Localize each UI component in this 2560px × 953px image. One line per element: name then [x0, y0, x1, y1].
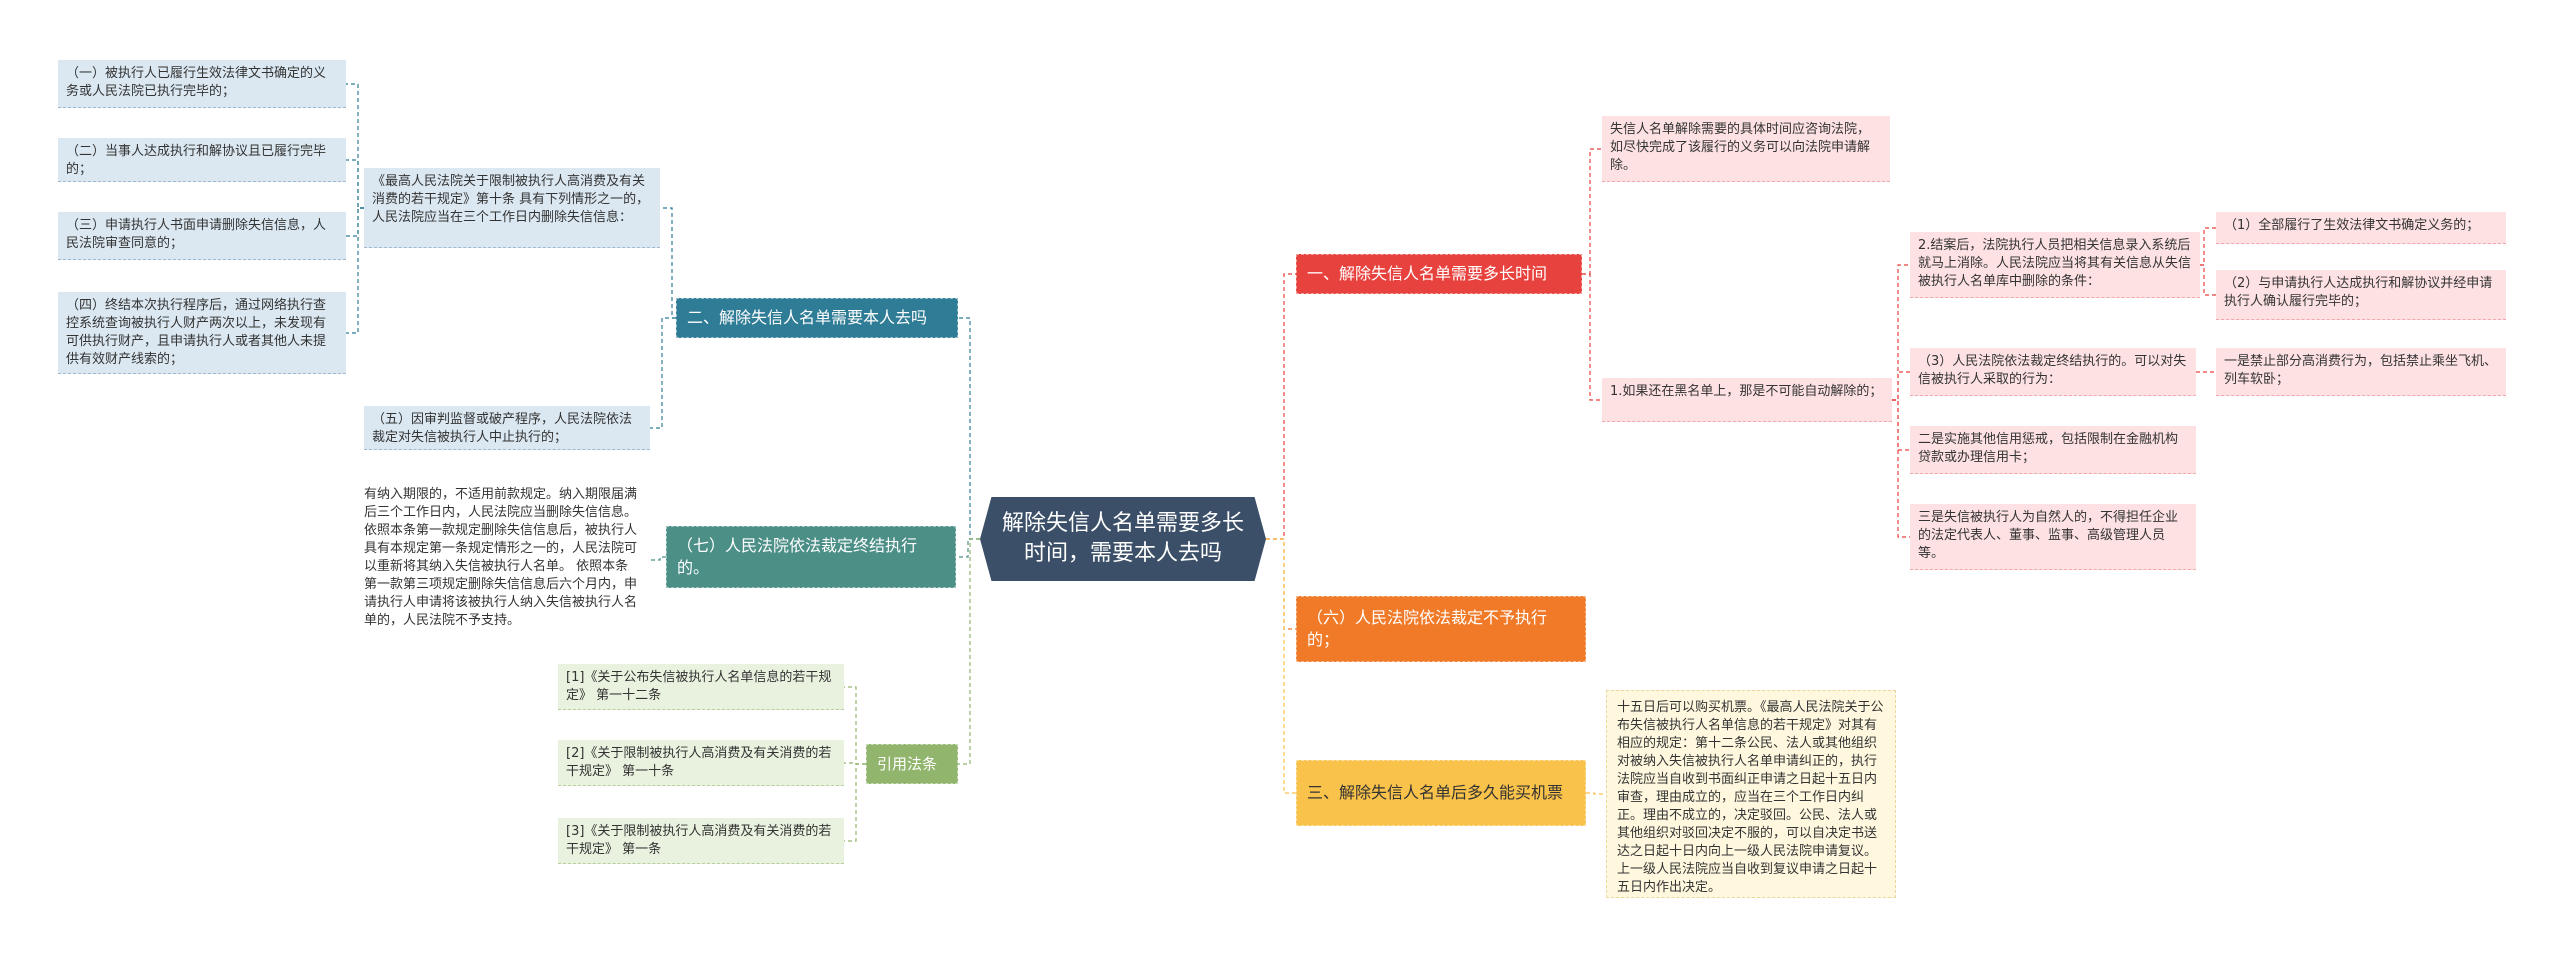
leaf-credit-punishment[interactable]: 二是实施其他信用惩戒，包括限制在金融机构贷款或办理信用卡；	[1910, 426, 2196, 474]
connector-b_time-time_consult	[1582, 148, 1602, 275]
connector-root-b_six	[1266, 538, 1296, 630]
connector-b_refs-ref3	[844, 763, 866, 842]
leaf-measures[interactable]: （3）人民法院依法裁定终结执行的。可以对失信被执行人采取的行为：	[1910, 348, 2196, 396]
leaf-cited-law-1[interactable]: [1]《关于公布失信被执行人名单信息的若干规定》 第一十二条	[558, 664, 844, 710]
leaf-consult-court[interactable]: 失信人名单解除需要的具体时间应咨询法院，如尽快完成了该履行的义务可以向法院申请解…	[1602, 116, 1890, 182]
connector-time_s2-time_s2a	[2200, 227, 2216, 266]
connector-b_ticket-ticket_detail	[1586, 792, 1606, 795]
branch-terminate-execution[interactable]: （七）人民法院依法裁定终结执行的。	[666, 526, 956, 588]
connector-time_black-time_s2	[1892, 264, 1910, 401]
connector-time_black-time_s3	[1892, 371, 1910, 401]
leaf-condition-5[interactable]: （五）因审判监督或破产程序，人民法院依法裁定对失信被执行人中止执行的；	[364, 406, 650, 450]
connector-b_refs-ref1	[844, 686, 866, 765]
connector-root-b_term	[956, 538, 980, 558]
leaf-condition-1[interactable]: （一）被执行人已履行生效法律文书确定的义务或人民法院已执行完毕的；	[58, 60, 346, 108]
root-topic[interactable]: 解除失信人名单需要多长时间，需要本人去吗	[980, 497, 1266, 581]
root-title: 解除失信人名单需要多长时间，需要本人去吗	[1001, 511, 1244, 566]
leaf-article-ten[interactable]: 《最高人民法院关于限制被执行人高消费及有关消费的若干规定》第十条 具有下列情形之…	[364, 168, 660, 248]
connector-b_term-term_detail	[648, 556, 666, 561]
connector-root-b_visit	[958, 317, 980, 540]
leaf-ticket-detail[interactable]: 十五日后可以购买机票。《最高人民法院关于公布失信被执行人名单信息的若干规定》对其…	[1606, 690, 1896, 898]
connector-b_visit-visit_intro	[660, 207, 676, 319]
connector-visit_intro-visit_i3	[346, 207, 364, 237]
leaf-settlement-completed[interactable]: （2）与申请执行人达成执行和解协议并经申请执行人确认履行完毕的；	[2216, 270, 2506, 320]
leaf-removal-conditions[interactable]: 2.结案后，法院执行人员把相关信息录入系统后就马上消除。人民法院应当将其有关信息…	[1910, 232, 2200, 298]
branch-how-long[interactable]: 一、解除失信人名单需要多长时间	[1296, 254, 1582, 294]
leaf-cited-law-2[interactable]: [2]《关于限制被执行人高消费及有关消费的若干规定》 第一十条	[558, 740, 844, 786]
connector-b_time-time_black	[1582, 273, 1602, 401]
connector-root-b_time	[1266, 273, 1296, 540]
leaf-terminate-detail[interactable]: 有纳入期限的，不适用前款规定。纳入期限届满后三个工作日内，人民法院应当删除失信信…	[356, 482, 648, 638]
leaf-cited-law-3[interactable]: [3]《关于限制被执行人高消费及有关消费的若干规定》 第一条	[558, 818, 844, 864]
connector-root-b_ticket	[1266, 538, 1296, 794]
connector-visit_intro-visit_i1	[346, 83, 364, 209]
branch-buy-ticket[interactable]: 三、解除失信人名单后多久能买机票	[1296, 760, 1586, 826]
leaf-condition-4[interactable]: （四）终结本次执行程序后，通过网络执行查控系统查询被执行人财产两次以上，未发现有…	[58, 292, 346, 374]
connector-visit_intro-visit_i2	[346, 159, 364, 209]
leaf-consumption-ban[interactable]: 一是禁止部分高消费行为，包括禁止乘坐飞机、列车软卧；	[2216, 348, 2506, 396]
connector-time_s2-time_s2b	[2200, 264, 2216, 296]
connector-time_black-time_s5	[1892, 399, 1910, 538]
leaf-fully-performed[interactable]: （1）全部履行了生效法律文书确定义务的；	[2216, 212, 2506, 244]
leaf-not-auto-removed[interactable]: 1.如果还在黑名单上，那是不可能自动解除的；	[1602, 378, 1892, 422]
connector-root-b_refs	[958, 538, 980, 765]
connector-visit_intro-visit_i4	[346, 207, 364, 334]
leaf-position-ban[interactable]: 三是失信被执行人为自然人的，不得担任企业的法定代表人、董事、监事、高级管理人员等…	[1910, 504, 2196, 570]
connector-b_visit-visit_i5	[650, 317, 676, 429]
connector-time_black-time_s4	[1892, 399, 1910, 451]
branch-no-execution[interactable]: （六）人民法院依法裁定不予执行的；	[1296, 596, 1586, 662]
branch-need-visit[interactable]: 二、解除失信人名单需要本人去吗	[676, 298, 958, 338]
leaf-condition-2[interactable]: （二）当事人达成执行和解协议且已履行完毕的；	[58, 138, 346, 182]
leaf-condition-3[interactable]: （三）申请执行人书面申请删除失信信息，人民法院审查同意的；	[58, 212, 346, 260]
branch-cited-laws[interactable]: 引用法条	[866, 744, 958, 784]
